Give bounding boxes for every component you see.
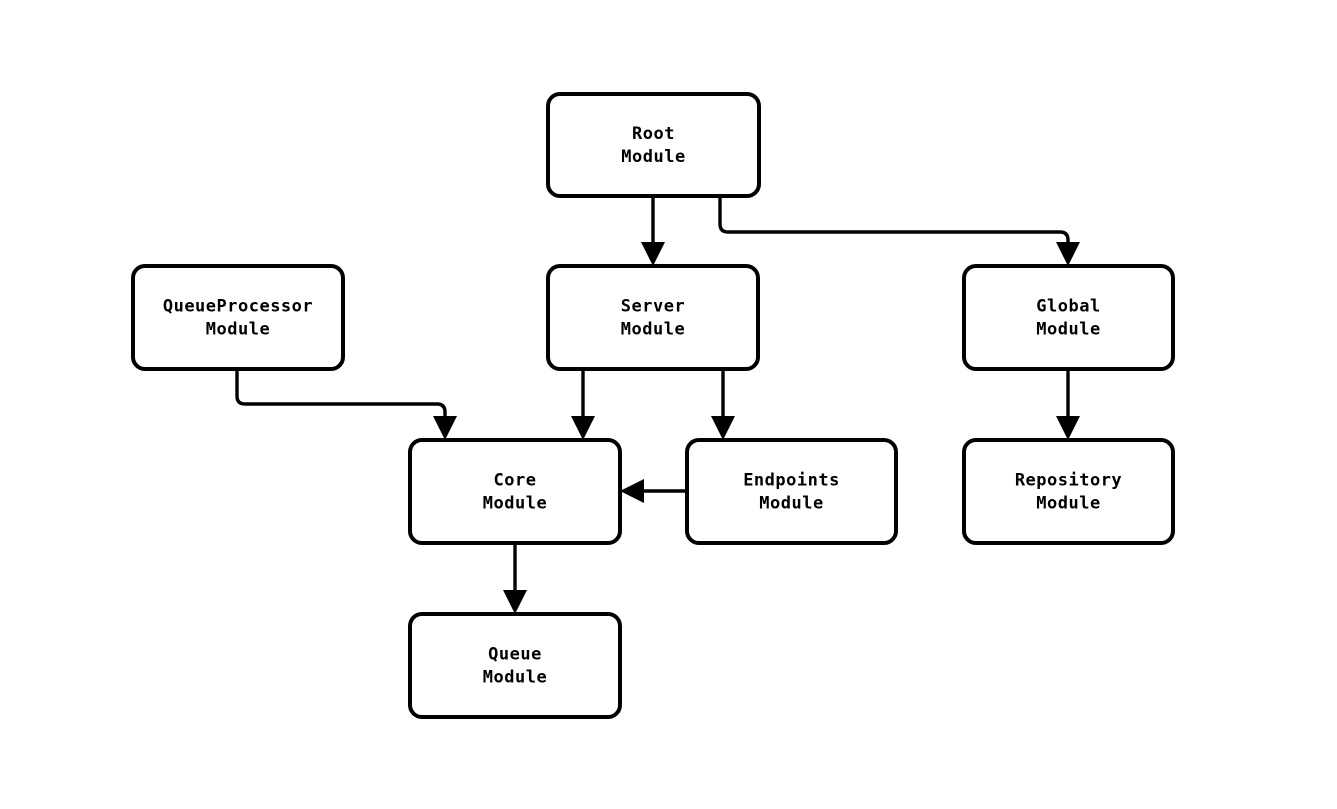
node-box[interactable]: [408, 438, 622, 545]
edge-root-to-global: [718, 196, 1080, 266]
node-label-line2: Module: [621, 147, 685, 167]
node-label-line2: Module: [483, 668, 547, 688]
node-box[interactable]: [962, 264, 1175, 371]
node-box[interactable]: [546, 264, 760, 371]
node-label-line1: Root: [632, 124, 675, 144]
edge-arrowhead: [503, 590, 527, 614]
edge-queueprocessor-to-core: [235, 369, 457, 440]
edge-line: [718, 196, 1070, 242]
node-label-line1: Repository: [1015, 471, 1122, 491]
node-box[interactable]: [685, 438, 898, 545]
node-label-line2: Module: [621, 320, 685, 340]
node-box[interactable]: [962, 438, 1175, 545]
edge-core-to-queue: [503, 543, 527, 614]
node-label-line1: Core: [494, 471, 537, 491]
edge-arrowhead: [1056, 416, 1080, 440]
edge-line: [235, 369, 447, 416]
node-label-line2: Module: [759, 494, 823, 514]
edge-layer: [235, 196, 1080, 614]
edge-endpoints-to-core: [620, 479, 687, 503]
edge-arrowhead: [1056, 242, 1080, 266]
node-layer: RootModuleQueueProcessorModuleServerModu…: [131, 92, 1175, 719]
node-label-line1: Global: [1036, 297, 1100, 317]
edge-arrowhead: [571, 416, 595, 440]
node-box[interactable]: [131, 264, 345, 371]
edge-server-to-core: [571, 369, 595, 440]
node-label-line1: Server: [621, 297, 685, 317]
node-label-line1: QueueProcessor: [163, 297, 313, 317]
edge-arrowhead: [641, 242, 665, 266]
node-label-line2: Module: [483, 494, 547, 514]
node-label-line2: Module: [206, 320, 270, 340]
edge-arrowhead: [711, 416, 735, 440]
edge-server-to-endpoints: [711, 369, 735, 440]
edge-root-to-server: [641, 196, 665, 266]
edge-arrowhead: [620, 479, 644, 503]
node-label-line2: Module: [1036, 494, 1100, 514]
node-box[interactable]: [546, 92, 761, 198]
node-label-line1: Queue: [488, 645, 542, 665]
edge-global-to-repository: [1056, 369, 1080, 440]
node-box[interactable]: [408, 612, 622, 719]
node-label-line2: Module: [1036, 320, 1100, 340]
edge-arrowhead: [433, 416, 457, 440]
node-label-line1: Endpoints: [743, 471, 840, 491]
